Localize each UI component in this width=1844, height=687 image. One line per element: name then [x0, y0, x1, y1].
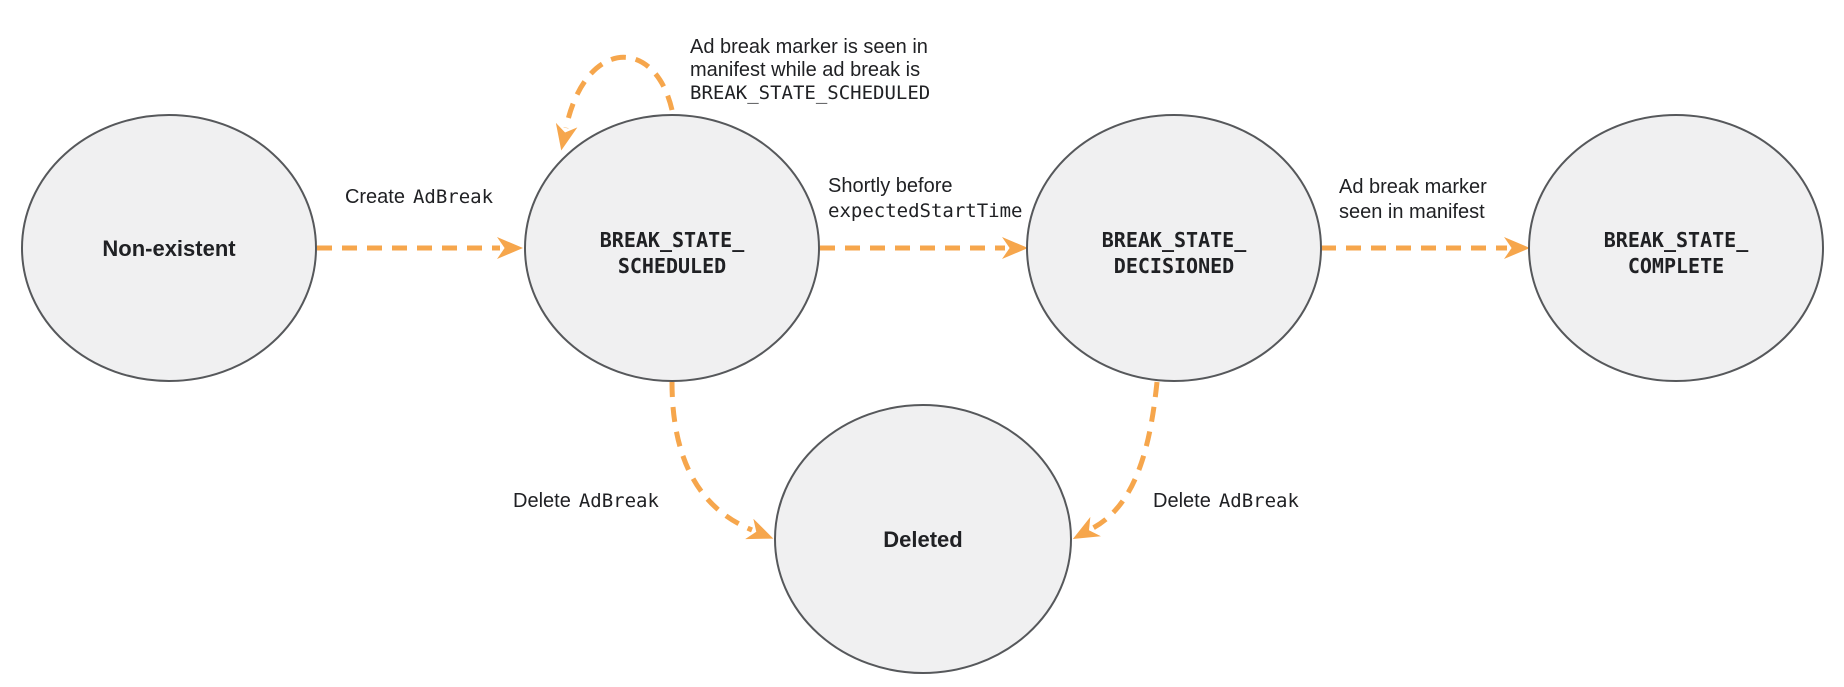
state-label-complete-line2: COMPLETE — [1628, 254, 1724, 278]
label-delete-adbreak-left: Delete AdBreak — [513, 490, 659, 512]
state-node-scheduled — [524, 114, 820, 382]
label-marker-seen-line1: Ad break marker — [1339, 176, 1487, 198]
label-selfloop-line2: manifest while ad break is — [690, 59, 920, 81]
state-node-deleted — [774, 404, 1072, 674]
state-label-nonexistent: Non-existent — [102, 236, 236, 261]
transition-decisioned-to-deleted — [1072, 381, 1160, 540]
state-label-scheduled-line2: SCHEDULED — [618, 254, 726, 278]
transition-scheduled-selfloop — [555, 55, 675, 151]
state-label-decisioned-line1: BREAK_STATE_ — [1102, 228, 1247, 252]
label-selfloop-line3: BREAK_STATE_SCHEDULED — [690, 82, 930, 104]
state-node-complete — [1528, 114, 1824, 382]
state-node-nonexistent — [21, 114, 317, 382]
state-label-deleted: Deleted — [883, 527, 962, 552]
state-label-complete-line1: BREAK_STATE_ — [1604, 228, 1749, 252]
state-node-decisioned — [1026, 114, 1322, 382]
label-create-adbreak: Create AdBreak — [345, 186, 494, 208]
transition-scheduled-to-deleted — [669, 381, 774, 540]
state-label-decisioned-line2: DECISIONED — [1114, 254, 1234, 278]
label-shortly-before-line2: expectedStartTime — [828, 200, 1022, 222]
state-label-scheduled-line1: BREAK_STATE_ — [600, 228, 745, 252]
label-selfloop-line1: Ad break marker is seen in — [690, 36, 928, 58]
label-delete-adbreak-right: Delete AdBreak — [1153, 490, 1299, 512]
label-shortly-before-line1: Shortly before — [828, 175, 953, 197]
label-marker-seen-line2: seen in manifest — [1339, 201, 1485, 223]
